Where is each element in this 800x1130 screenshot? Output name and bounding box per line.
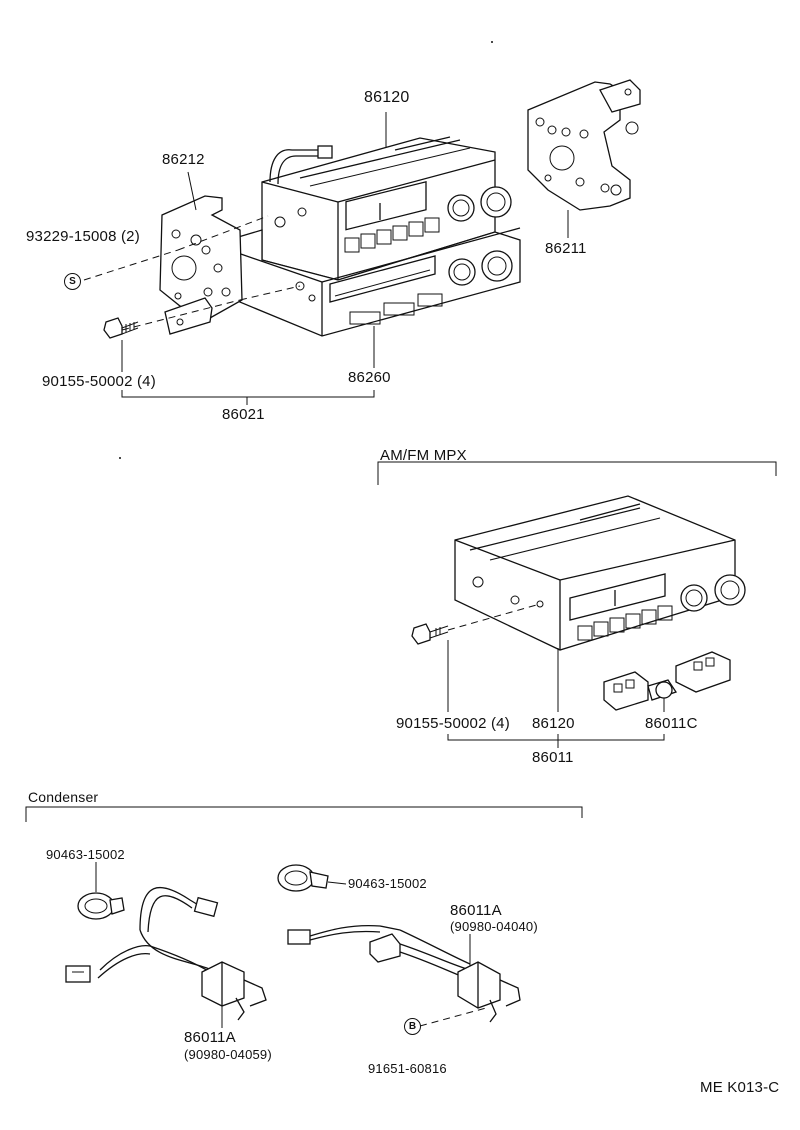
label-86120-top: 86120 (364, 89, 410, 106)
label-86211: 86211 (545, 240, 587, 257)
label-90980-04040: (90980-04040) (450, 919, 538, 934)
label-86120-mid: 86120 (532, 715, 575, 732)
label-86011c: 86011C (645, 715, 698, 732)
condenser-right (277, 864, 521, 1027)
amfm-frame (377, 461, 777, 485)
b-mark-symbol: B (404, 1018, 421, 1035)
label-86011a-left: 86011A (184, 1029, 236, 1046)
radio-upper-unit (261, 136, 512, 281)
condenser-frame (25, 806, 583, 822)
s-mark-symbol: S (64, 273, 81, 290)
diagram-code: ME K013-C (700, 1079, 780, 1096)
label-90463-left: 90463-15002 (46, 847, 125, 862)
label-86011: 86011 (532, 749, 574, 766)
label-condenser: Condenser (28, 789, 99, 805)
screw-90155-top (103, 317, 139, 339)
screw-90155-mid (411, 603, 541, 645)
label-90980-04059: (90980-04059) (184, 1047, 272, 1062)
top-leader-lines (83, 112, 569, 405)
label-amfm-mpx: AM/FM MPX (380, 447, 467, 464)
bracket-86212 (159, 195, 243, 335)
radio-lower-unit (234, 227, 521, 337)
label-90463-right: 90463-15002 (348, 876, 427, 891)
label-86021: 86021 (222, 406, 265, 423)
label-86212: 86212 (162, 151, 205, 168)
mid-leader-lines (447, 640, 665, 748)
connector-86011c (603, 651, 731, 711)
label-93229: 93229-15008 (2) (26, 228, 140, 245)
radio-amfm-unit (454, 495, 746, 651)
label-90155-mid: 90155-50002 (4) (396, 715, 510, 732)
condenser-left (65, 862, 267, 1028)
label-86011a-right: 86011A (450, 902, 502, 919)
label-91651: 91651-60816 (368, 1061, 447, 1076)
bracket-86211 (527, 79, 641, 211)
label-86260: 86260 (348, 369, 391, 386)
label-90155-top: 90155-50002 (4) (42, 373, 156, 390)
